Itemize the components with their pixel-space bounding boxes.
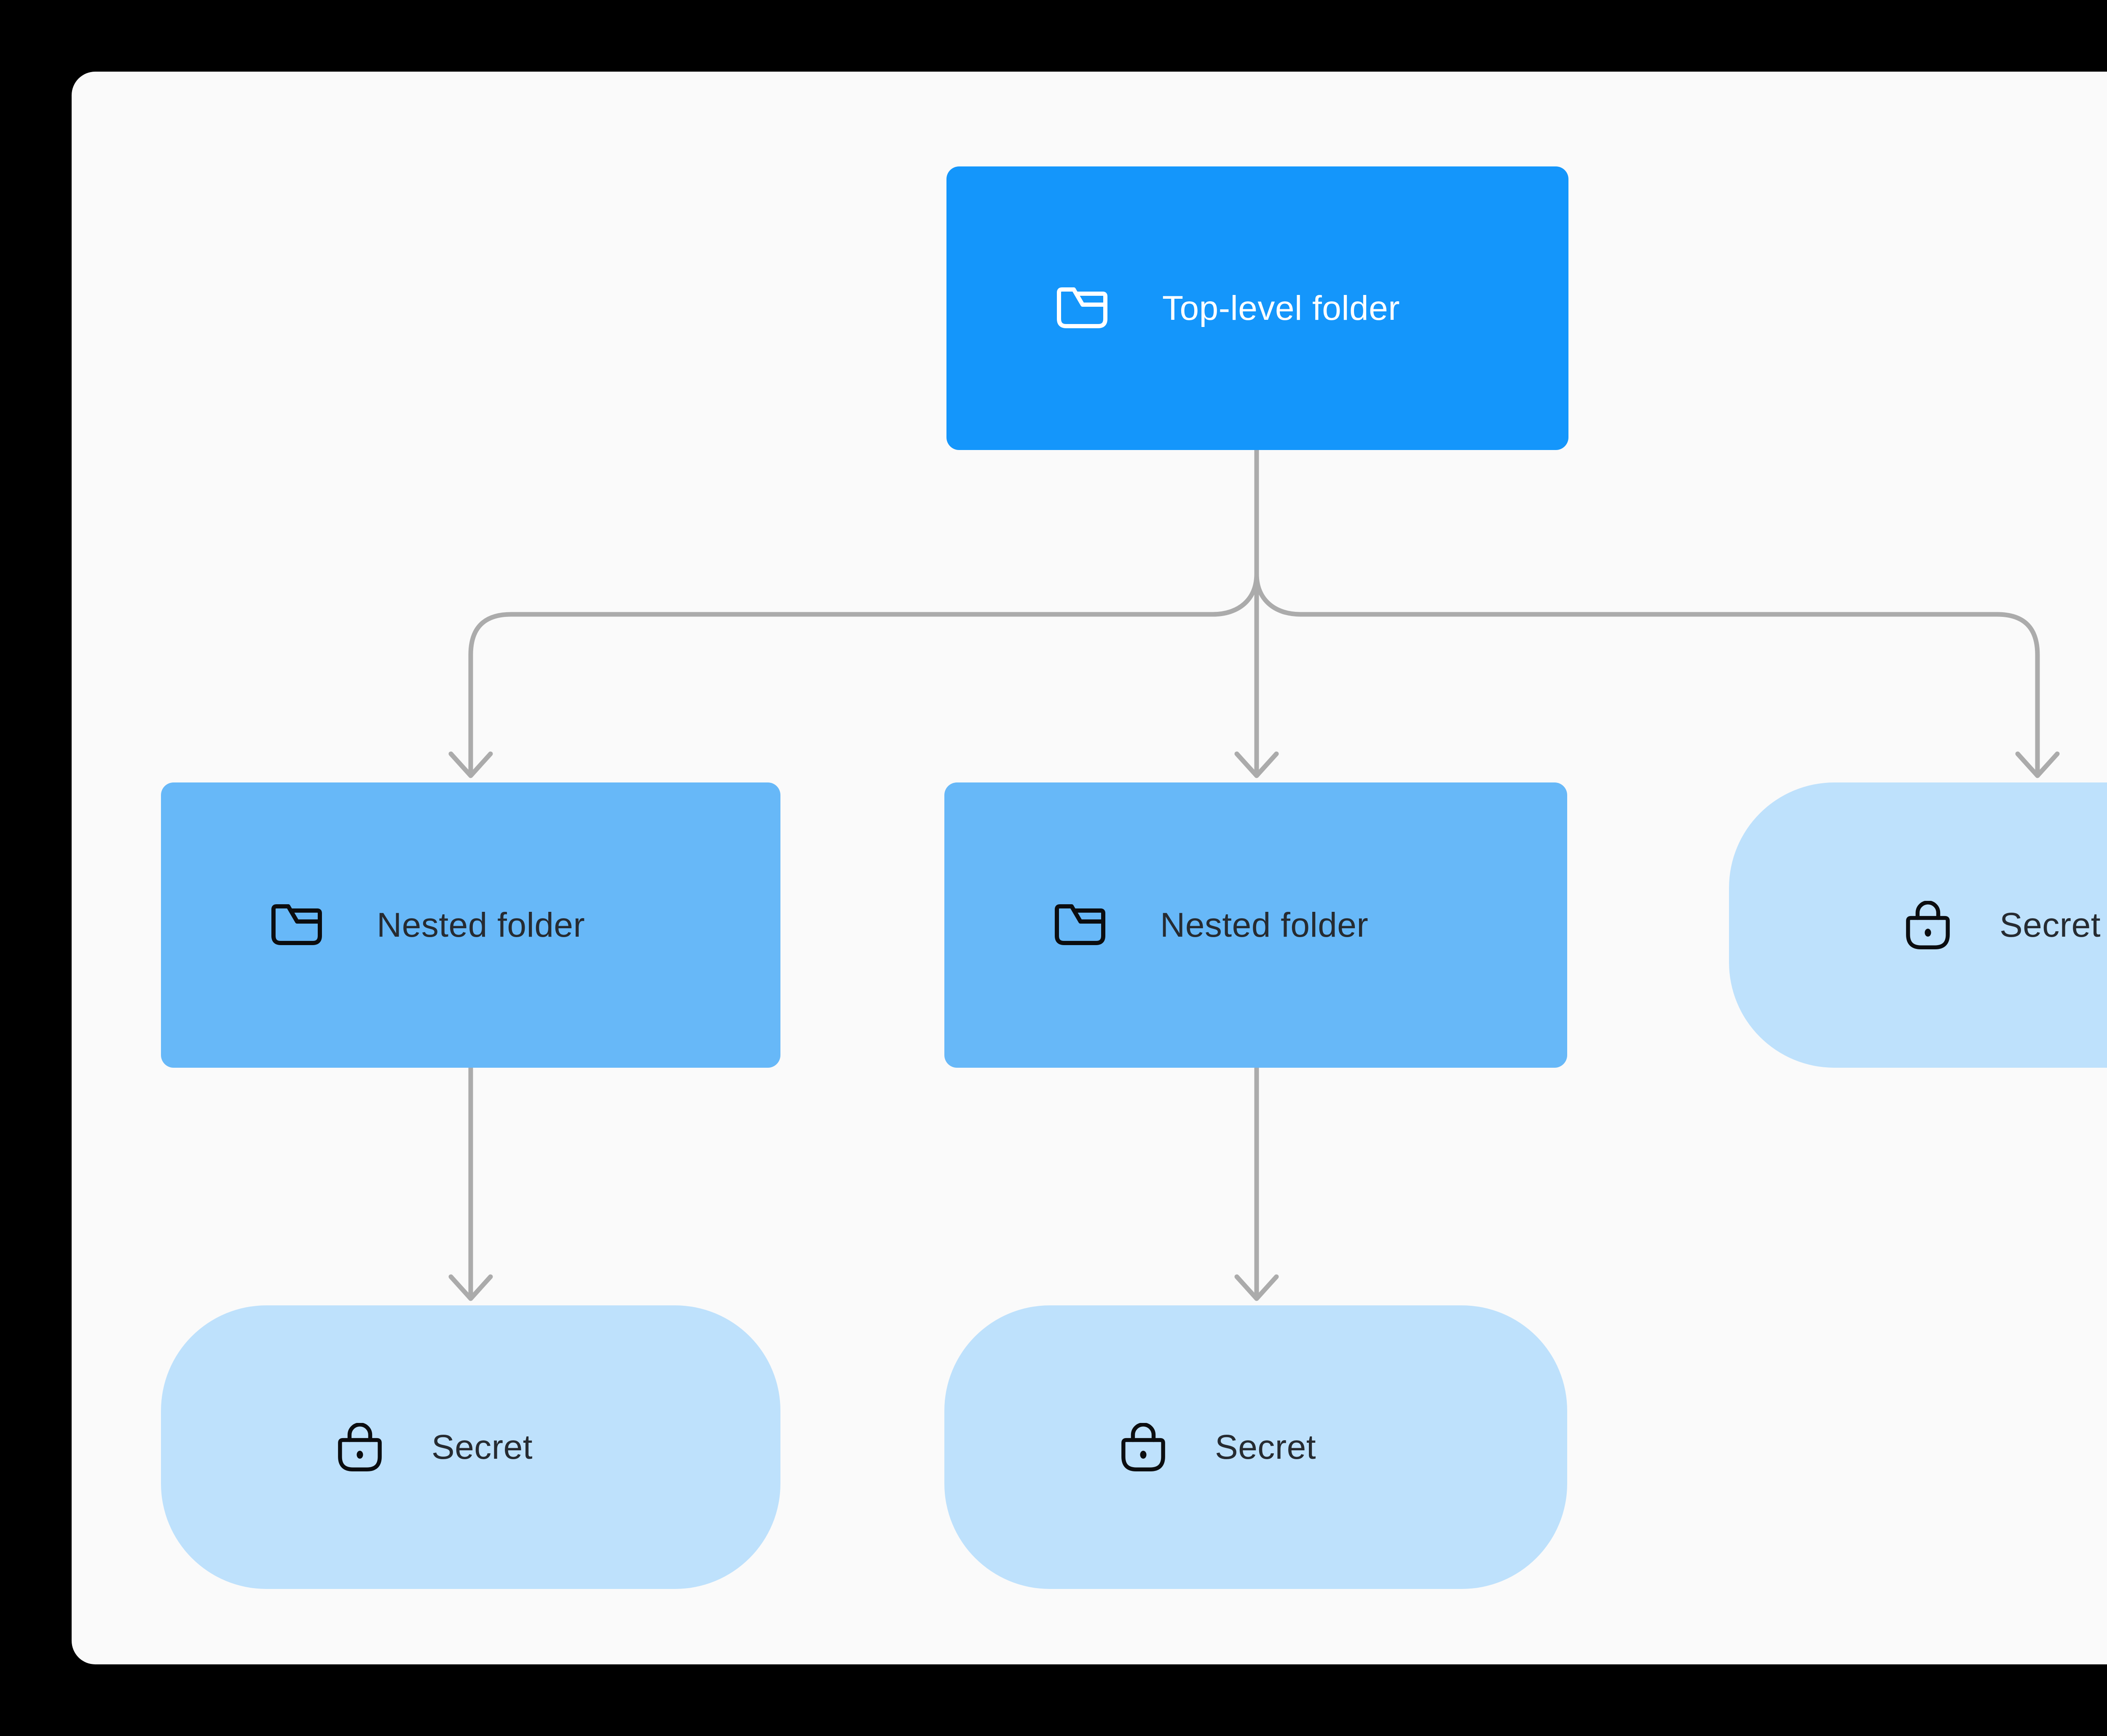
- lock-icon: [1121, 1423, 1165, 1471]
- arrowhead-down-icon: [1234, 1274, 1279, 1301]
- edge-top-to-secret-right: [1254, 447, 2040, 775]
- node-secret-right: Secret: [1729, 782, 2107, 1068]
- node-nested-folder-center: Nested folder: [944, 782, 1567, 1068]
- node-top-level-folder: Top-level folder: [946, 166, 1568, 450]
- arrowhead-down-icon: [448, 751, 493, 778]
- folder-icon: [1057, 287, 1107, 330]
- node-label: Secret: [432, 1428, 533, 1466]
- folder-icon: [1055, 904, 1105, 946]
- node-label: Secret: [1215, 1428, 1316, 1466]
- lock-icon: [1906, 901, 1950, 949]
- arrowhead-down-icon: [1234, 751, 1279, 778]
- lock-icon: [338, 1423, 382, 1471]
- folder-icon: [271, 904, 322, 946]
- node-secret-bottom-center: Secret: [944, 1305, 1567, 1589]
- edge-top-to-nested-left: [468, 447, 1259, 775]
- node-label: Nested folder: [377, 906, 585, 944]
- node-nested-folder-left: Nested folder: [161, 782, 780, 1068]
- node-secret-bottom-left: Secret: [161, 1305, 780, 1589]
- node-label: Top-level folder: [1162, 289, 1400, 327]
- diagram-canvas: Top-level folder Nested folder Nested fo…: [72, 72, 2107, 1664]
- arrowhead-down-icon: [2015, 751, 2060, 778]
- node-label: Nested folder: [1160, 906, 1369, 944]
- arrowhead-down-icon: [448, 1274, 493, 1301]
- node-label: Secret: [2000, 906, 2101, 944]
